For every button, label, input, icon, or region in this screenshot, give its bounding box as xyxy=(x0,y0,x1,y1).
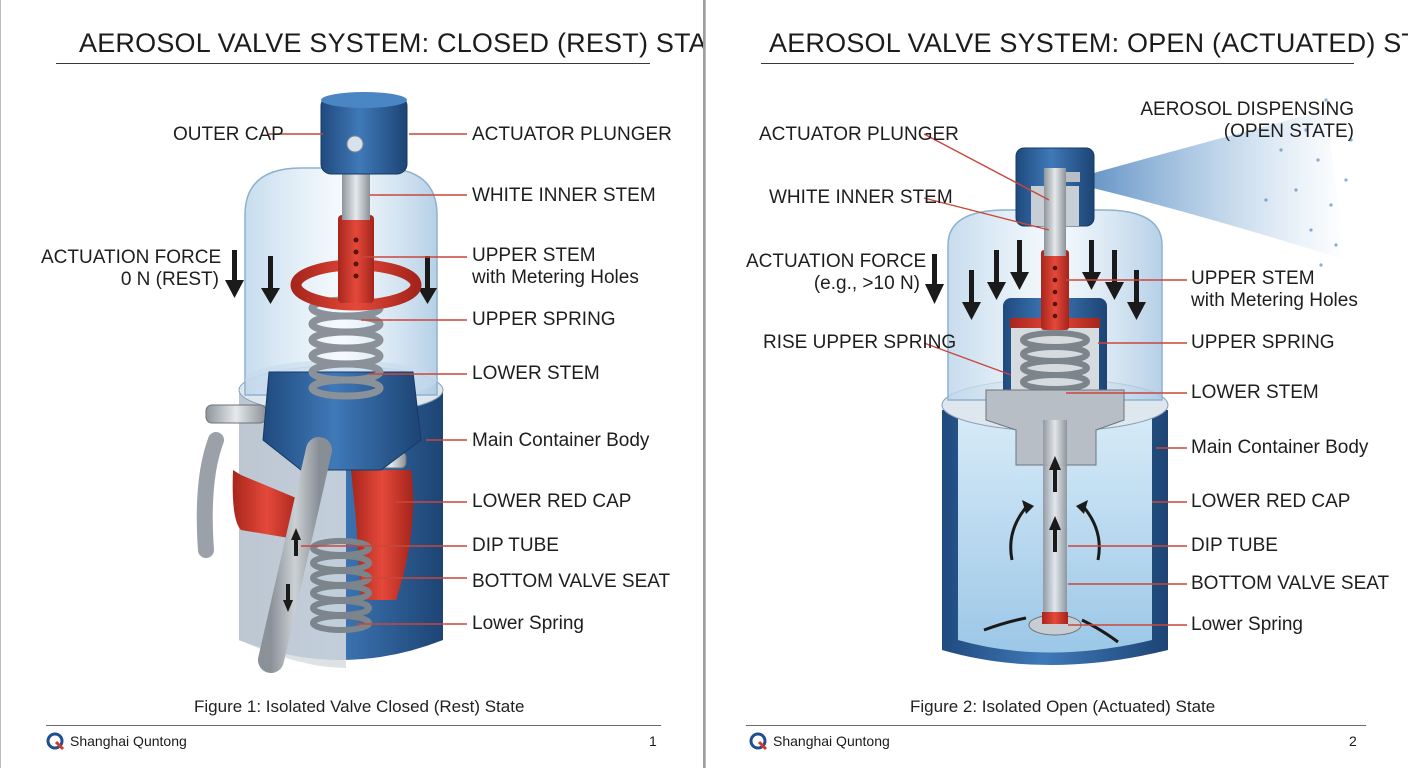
force-arrows xyxy=(261,256,437,304)
label-actuation-force-title: ACTUATION FORCE xyxy=(41,247,222,268)
label-lower-red-cap: LOWER RED CAP xyxy=(1191,491,1351,512)
label-white-inner-stem: WHITE INNER STEM xyxy=(769,187,953,208)
label-aerosol-subtitle: (OPEN STATE) xyxy=(1223,121,1354,142)
label-lower-stem: LOWER STEM xyxy=(1191,382,1319,403)
label-white-inner-stem: WHITE INNER STEM xyxy=(472,185,656,206)
valve-closed-illustration xyxy=(196,92,467,673)
upper-spring-coils xyxy=(1020,330,1090,392)
footer-rule xyxy=(746,725,1366,726)
label-dip-tube: DIP TUBE xyxy=(472,535,559,556)
upper-red-stem xyxy=(338,215,374,303)
label-bottom-valve-seat: BOTTOM VALVE SEAT xyxy=(1191,573,1390,594)
valve-open-illustration xyxy=(923,98,1353,665)
page-number: 2 xyxy=(1349,733,1357,749)
label-actuation-force-title: ACTUATION FORCE xyxy=(746,251,927,272)
q-logo-icon xyxy=(46,732,65,751)
label-actuation-force: ACTUATION FORCE (e.g., >10 N) xyxy=(746,251,927,295)
label-upper-stem-subtitle: with Metering Holes xyxy=(472,267,639,288)
label-upper-stem-subtitle: with Metering Holes xyxy=(1191,290,1358,311)
flow-arrows xyxy=(983,504,1119,644)
label-upper-spring-left: RISE UPPER SPRING xyxy=(763,332,957,353)
page-title: AEROSOL VALVE SYSTEM: OPEN (ACTUATED) ST… xyxy=(769,28,1408,58)
lower-spring-coils xyxy=(310,538,372,633)
label-upper-spring: UPPER SPRING xyxy=(1191,332,1335,353)
lower-red-cap xyxy=(232,470,301,540)
force-arrows xyxy=(962,240,1146,320)
title-rule xyxy=(761,63,1354,64)
leader-lines xyxy=(269,133,467,625)
title-rule xyxy=(56,63,650,64)
figure-caption: Figure 2: Isolated Open (Actuated) State xyxy=(910,697,1216,716)
label-aerosol-dispensing: AEROSOL DISPENSING (OPEN STATE) xyxy=(1136,99,1354,143)
down-arrow-icon xyxy=(225,250,244,298)
label-main-container-body: Main Container Body xyxy=(1191,437,1369,458)
label-upper-stem: UPPER STEM with Metering Holes xyxy=(472,245,639,289)
label-upper-spring: UPPER SPRING xyxy=(472,309,616,330)
label-lower-spring: Lower Spring xyxy=(1191,614,1303,635)
label-actuator-plunger: ACTUATOR PLUNGER xyxy=(759,124,959,145)
label-actuation-force-value: 0 N (REST) xyxy=(120,269,219,290)
down-arrow-icon xyxy=(925,254,944,304)
label-lower-spring: Lower Spring xyxy=(472,613,584,634)
footer-rule xyxy=(46,725,661,726)
aerosol-spray-plume xyxy=(1076,110,1346,260)
label-dip-tube: DIP TUBE xyxy=(1191,535,1278,556)
label-upper-stem: UPPER STEM with Metering Holes xyxy=(1191,268,1358,312)
figure-caption: Figure 1: Isolated Valve Closed (Rest) S… xyxy=(194,697,525,716)
page-title: AEROSOL VALVE SYSTEM: CLOSED (REST) STAT… xyxy=(79,28,740,58)
leader-lines xyxy=(923,133,1187,626)
label-upper-stem-title: UPPER STEM xyxy=(1191,268,1315,289)
q-logo-icon xyxy=(749,732,768,751)
page-open-state: AEROSOL VALVE SYSTEM: OPEN (ACTUATED) ST… xyxy=(705,0,1408,768)
label-upper-stem-title: UPPER STEM xyxy=(472,245,596,266)
label-actuation-force-value: (e.g., >10 N) xyxy=(813,273,920,294)
valve-housing xyxy=(262,371,422,471)
brand-name: Shanghai Quntong xyxy=(773,733,890,749)
label-lower-stem: LOWER STEM xyxy=(472,363,600,384)
label-lower-red-cap: LOWER RED CAP xyxy=(472,491,632,512)
page-closed-state: AEROSOL VALVE SYSTEM: CLOSED (REST) STAT… xyxy=(0,0,740,768)
white-inner-stem xyxy=(342,168,370,220)
page-divider xyxy=(703,0,705,768)
label-bottom-valve-seat: BOTTOM VALVE SEAT xyxy=(472,571,671,592)
spray-droplets xyxy=(1264,98,1353,267)
upper-spring-coils xyxy=(308,296,384,400)
label-main-container-body: Main Container Body xyxy=(472,430,650,451)
white-inner-stem xyxy=(1044,168,1066,256)
label-actuator-plunger: ACTUATOR PLUNGER xyxy=(472,124,672,145)
brand-name: Shanghai Quntong xyxy=(70,733,187,749)
label-aerosol-title: AEROSOL DISPENSING xyxy=(1140,99,1354,120)
label-actuation-force: ACTUATION FORCE 0 N (REST) xyxy=(41,247,222,291)
page-number: 1 xyxy=(649,733,657,749)
label-outer-cap: OUTER CAP xyxy=(173,124,284,145)
